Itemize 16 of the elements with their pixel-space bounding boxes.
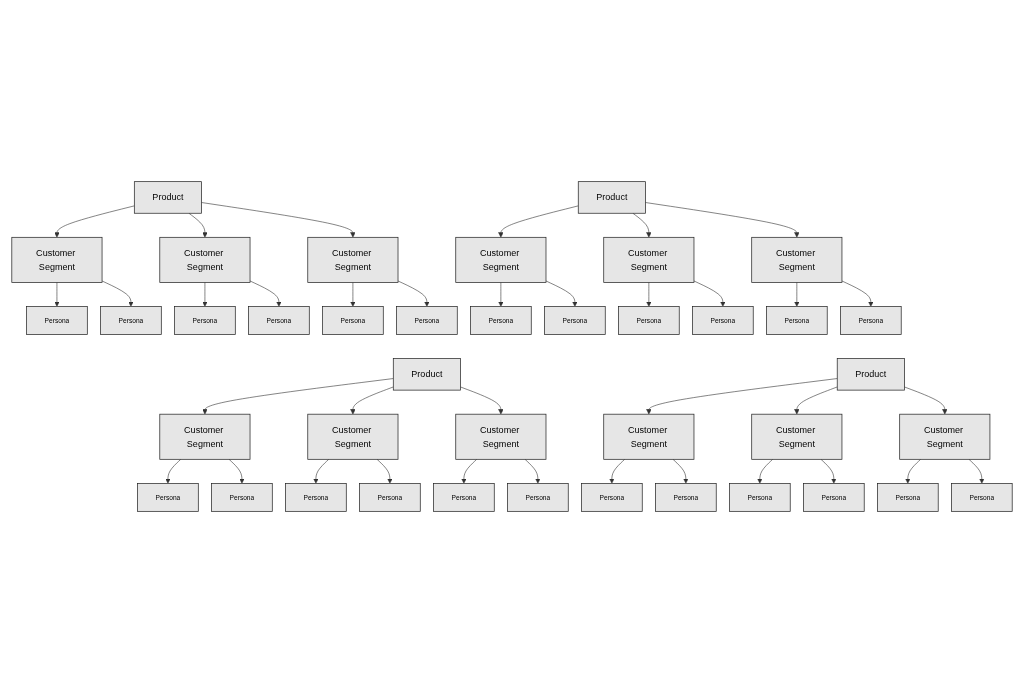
- node-box: Customer Segment: [751, 236, 843, 283]
- node-box: Customer Segment: [751, 413, 843, 460]
- node-box: Customer Segment: [603, 236, 695, 283]
- node-box: Product: [133, 181, 202, 214]
- node-box: Customer Segment: [11, 236, 103, 283]
- node-box: Product: [577, 181, 646, 214]
- node-box: Product: [836, 358, 905, 391]
- node-box: Customer Segment: [159, 413, 251, 460]
- node-box: Customer Segment: [603, 413, 695, 460]
- node-box: Customer Segment: [159, 236, 251, 283]
- node-box: Customer Segment: [455, 236, 547, 283]
- node-box: Customer Segment: [307, 236, 399, 283]
- node-box: Customer Segment: [455, 413, 547, 460]
- node-box: Product: [392, 358, 461, 391]
- node-box: Customer Segment: [899, 413, 991, 460]
- node-box: Customer Segment: [307, 413, 399, 460]
